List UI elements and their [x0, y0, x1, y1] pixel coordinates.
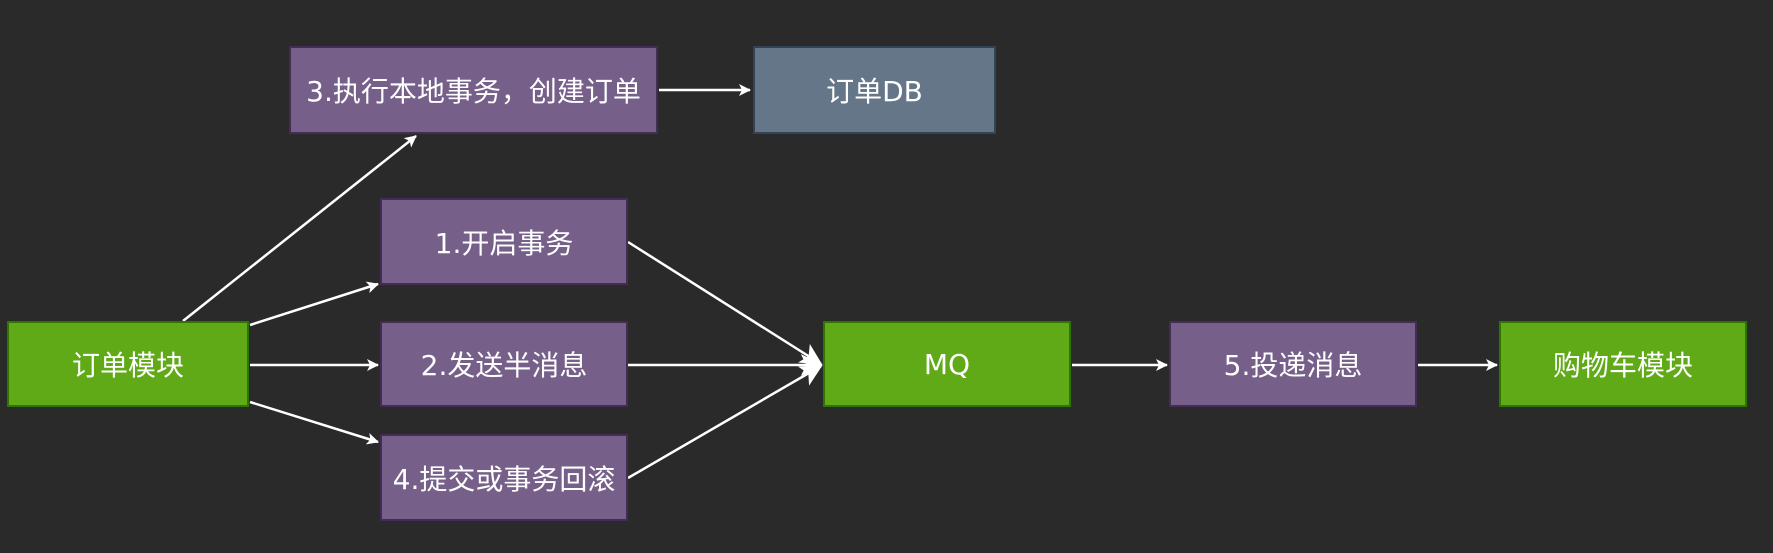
- send-half-message-node: 2.发送半消息: [380, 321, 628, 407]
- edge-order-module-to-local-tx: [182, 135, 417, 322]
- order-db-node: 订单DB: [753, 46, 996, 134]
- edge-start-tx-to-mq: [627, 240, 823, 366]
- mq-node: MQ: [823, 321, 1071, 407]
- deliver-message-node: 5.投递消息: [1169, 321, 1417, 407]
- edge-order-module-to-start-tx: [249, 281, 379, 327]
- commit-or-rollback-node: 4.提交或事务回滚: [380, 434, 628, 521]
- order-module-node: 订单模块: [7, 321, 249, 407]
- start-transaction-node: 1.开启事务: [380, 198, 628, 285]
- local-transaction-node: 3.执行本地事务，创建订单: [289, 46, 658, 134]
- edge-commit-to-mq: [627, 364, 823, 480]
- edge-order-module-to-commit: [249, 400, 379, 445]
- cart-module-node: 购物车模块: [1499, 321, 1747, 407]
